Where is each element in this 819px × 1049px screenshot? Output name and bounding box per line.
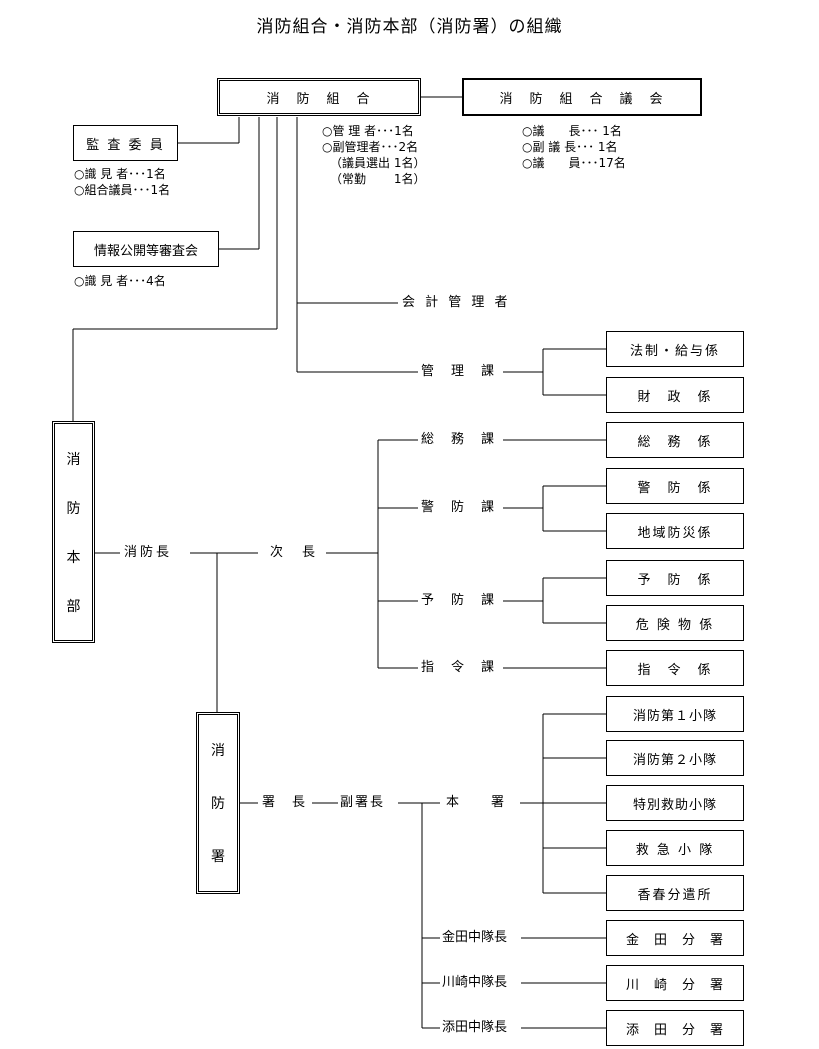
station-char-2: 防 [211, 795, 225, 812]
section-keibo: 警 防 係 [606, 468, 744, 504]
union-note-2: ○副管理者･･･2名 [322, 140, 419, 154]
union-box: 消 防 組 合 [217, 78, 421, 116]
union-note-4: （常勤 1名） [330, 172, 426, 186]
branch-kawasaki: 川 崎 分 署 [606, 965, 744, 1001]
vice-chief-label: 副署長 [340, 795, 386, 810]
chief-label: 消防長 [124, 545, 173, 560]
hq-char-4: 部 [66, 598, 81, 615]
branch-kanada: 金 田 分 署 [606, 920, 744, 956]
station-char-3: 署 [211, 849, 225, 866]
squad-leader-kawasaki: 川崎中隊長 [442, 975, 508, 990]
unit-kasuga: 香春分遣所 [606, 875, 744, 911]
section-somu: 総 務 係 [606, 422, 744, 458]
section-shirei: 指 令 係 [606, 650, 744, 686]
union-note-1: ○管 理 者･･･1名 [322, 124, 414, 138]
audit-box: 監 査 委 員 [73, 125, 178, 161]
division-keibo: 警 防 課 [421, 500, 497, 515]
union-note-3: （議員選出 1名） [330, 156, 426, 170]
section-hosei: 法制・給与係 [606, 331, 744, 367]
branch-soeda: 添 田 分 署 [606, 1010, 744, 1046]
section-yobo: 予 防 係 [606, 560, 744, 596]
assembly-note-1: ○議 長･･･ 1名 [522, 124, 622, 138]
division-shirei: 指 令 課 [421, 660, 497, 675]
info-board-box: 情報公開等審査会 [73, 231, 219, 267]
unit-fire-1: 消防第１小隊 [606, 696, 744, 732]
hq-box: 消 防 本 部 [52, 421, 95, 643]
audit-note-2: ○組合議員･･･1名 [74, 183, 171, 197]
deputy-label: 次 長 [270, 545, 319, 560]
accountant-label: 会 計 管 理 者 [402, 295, 511, 310]
unit-rescue: 特別救助小隊 [606, 785, 744, 821]
section-kiken: 危 険 物 係 [606, 605, 744, 641]
squad-leader-kanada: 金田中隊長 [442, 930, 508, 945]
audit-note-1: ○識 見 者･･･1名 [74, 167, 166, 181]
section-chiiki: 地域防災係 [606, 513, 744, 549]
division-somu: 総 務 課 [421, 432, 497, 447]
station-chief-label: 署 長 [262, 795, 308, 810]
squad-leader-soeda: 添田中隊長 [442, 1020, 508, 1035]
assembly-note-2: ○副 議 長･･･ 1名 [522, 140, 618, 154]
section-zaisei: 財 政 係 [606, 377, 744, 413]
assembly-box: 消 防 組 合 議 会 [462, 78, 702, 116]
hq-char-3: 本 [66, 549, 81, 566]
hq-char-2: 防 [66, 500, 81, 517]
main-station-label: 本 署 [446, 795, 507, 810]
division-kanri: 管 理 課 [421, 364, 497, 379]
station-box: 消 防 署 [196, 712, 240, 894]
hq-char-1: 消 [66, 451, 81, 468]
station-char-1: 消 [211, 742, 225, 759]
division-yobo: 予 防 課 [421, 593, 497, 608]
page-title: 消防組合・消防本部（消防署）の組織 [256, 17, 563, 37]
unit-ambulance: 救 急 小 隊 [606, 830, 744, 866]
unit-fire-2: 消防第２小隊 [606, 740, 744, 776]
info-note-1: ○識 見 者･･･4名 [74, 274, 166, 288]
assembly-note-3: ○議 員･･･17名 [522, 156, 626, 170]
